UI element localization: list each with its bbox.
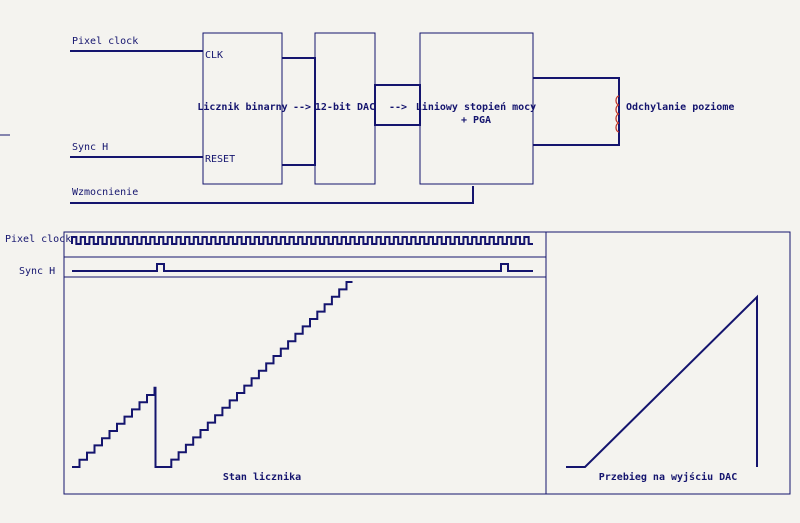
wire-gain	[70, 186, 474, 204]
input-gain-label: Wzmocnienie	[72, 187, 138, 198]
counter-staircase	[72, 281, 353, 468]
timing-pixel-clock-label: Pixel clock	[5, 234, 71, 245]
timing-border	[63, 231, 791, 495]
dac-output-caption: Przebieg na wyjściu DAC	[599, 471, 737, 483]
input-sync-h-label: Sync H	[72, 142, 108, 153]
arrow-counter-dac: -->	[293, 102, 311, 113]
timing-sync-h-label: Sync H	[19, 266, 55, 277]
counter-pin-reset: RESET	[205, 154, 235, 165]
schematic-labels: Pixel clock Sync H Wzmocnienie CLK RESET…	[72, 36, 734, 198]
amplifier-title-line1: Liniowy stopień mocy	[416, 101, 536, 113]
amplifier-title-line2: + PGA	[461, 115, 491, 126]
counter-title: Licznik binarny	[197, 101, 287, 113]
timing-frame	[63, 231, 791, 495]
counter-block	[202, 32, 283, 185]
dac-ramp-waveform	[566, 294, 758, 468]
coil-icon	[615, 95, 620, 133]
dac-title: 12-bit DAC	[315, 101, 375, 113]
deflection-label: Odchylanie poziome	[626, 101, 734, 113]
amplifier-block	[419, 32, 534, 185]
timing-labels: Pixel clock Sync H Stan licznika Przebie…	[5, 234, 737, 483]
arrow-dac-amp: -->	[389, 102, 407, 113]
counter-pin-clk: CLK	[205, 50, 223, 61]
output-loop	[533, 77, 620, 146]
block-schematic	[0, 32, 620, 204]
sync-h-waveform	[72, 263, 533, 272]
pixel-clock-waveform	[71, 236, 533, 245]
waveforms	[71, 236, 758, 468]
counter-state-caption: Stan licznika	[223, 471, 301, 483]
input-pixel-clock-label: Pixel clock	[72, 36, 138, 47]
